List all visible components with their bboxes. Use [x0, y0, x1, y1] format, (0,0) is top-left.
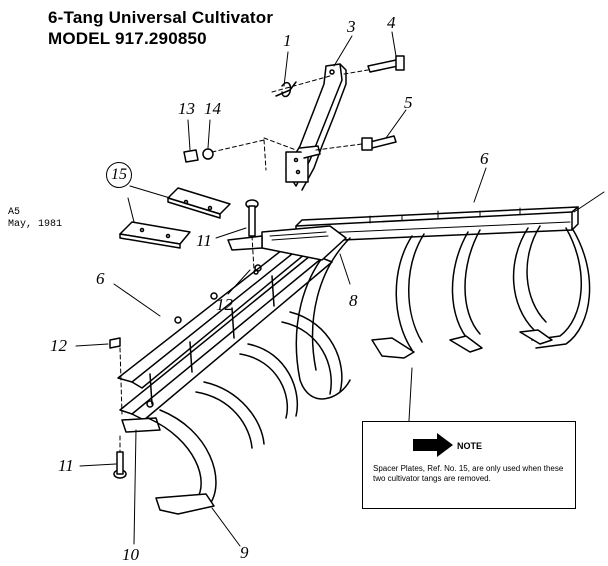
- callout-12-upper: 12: [216, 295, 233, 314]
- diagram-title: 6-Tang Universal Cultivator: [48, 8, 274, 27]
- page-code: A5: [8, 207, 21, 218]
- carriage-bolt-lower: [113, 451, 127, 479]
- callout-6-front: 6: [96, 269, 105, 288]
- model-number: MODEL 917.290850: [48, 29, 207, 48]
- note-heading: NOTE: [457, 441, 483, 451]
- nut-and-washer: [183, 148, 214, 163]
- callout-3: 3: [347, 17, 356, 36]
- bolt-5: [361, 135, 397, 151]
- callout-10: 10: [122, 545, 139, 564]
- callout-8: 8: [349, 291, 358, 310]
- callout-9: 9: [240, 543, 249, 562]
- callout-5: 5: [404, 93, 413, 112]
- callout-15: 15: [106, 162, 132, 188]
- assembly-lines: [119, 69, 369, 453]
- callout-13: 13: [178, 99, 195, 118]
- callout-11-upper: 11: [196, 231, 212, 250]
- note-box: NOTE Spacer Plates, Ref. No. 15, are onl…: [362, 421, 576, 509]
- callout-4: 4: [387, 13, 396, 32]
- rear-tangs: [295, 225, 591, 400]
- callout-12-lower: 12: [50, 336, 67, 355]
- bolt-4: [367, 55, 405, 73]
- front-tool-bar: [117, 225, 347, 433]
- hitch-pin: [275, 81, 297, 98]
- arrow-right-icon: [413, 433, 453, 457]
- callout-1: 1: [283, 31, 292, 50]
- callout-11-lower: 11: [58, 456, 74, 475]
- lock-nut: [109, 337, 121, 349]
- note-body: Spacer Plates, Ref. No. 15, are only use…: [373, 464, 564, 483]
- callout-14: 14: [204, 99, 221, 118]
- callout-6-rear: 6: [480, 149, 489, 168]
- carriage-bolt-upper: [245, 199, 259, 237]
- front-tangs: [147, 311, 343, 515]
- spacer-plates: [119, 187, 231, 249]
- hitch-bracket: [285, 63, 347, 191]
- print-date: May, 1981: [8, 219, 63, 230]
